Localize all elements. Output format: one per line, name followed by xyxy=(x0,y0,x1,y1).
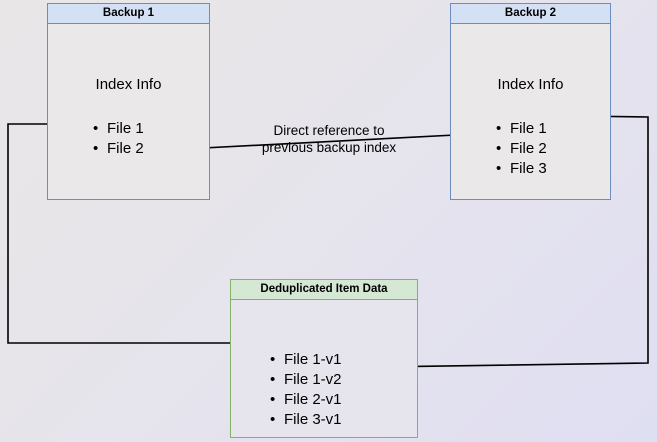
list-item-label: File 3-v1 xyxy=(284,411,342,428)
list-item: • File 1 xyxy=(496,119,547,139)
list-item: • File 3 xyxy=(496,159,547,179)
list-item: • File 2 xyxy=(93,139,144,159)
node-backup-2-subtitle: Index Info xyxy=(497,76,564,93)
list-item-label: File 1-v2 xyxy=(284,371,342,388)
bullet-icon: • xyxy=(270,391,276,408)
bullet-icon: • xyxy=(270,411,276,428)
list-item: • File 1-v2 xyxy=(270,370,342,390)
node-deduplicated-item-list: • File 1-v1 • File 1-v2 • File 2-v1 • Fi… xyxy=(270,350,342,430)
edge-label-line-1: Direct reference to xyxy=(273,123,385,138)
bullet-icon: • xyxy=(93,120,99,137)
bullet-icon: • xyxy=(496,140,502,157)
bullet-icon: • xyxy=(496,160,502,177)
list-item: • File 1 xyxy=(93,119,144,139)
node-backup-2[interactable]: Backup 2 Index Info • File 1 • File 2 • … xyxy=(450,3,611,200)
list-item-label: File 1-v1 xyxy=(284,351,342,368)
list-item-label: File 3 xyxy=(510,160,547,177)
node-backup-1[interactable]: Backup 1 Index Info • File 1 • File 2 xyxy=(47,3,210,200)
bullet-icon: • xyxy=(496,120,502,137)
list-item-label: File 2 xyxy=(510,140,547,157)
node-backup-1-item-list: • File 1 • File 2 xyxy=(93,119,144,159)
node-deduplicated-item-data-header: Deduplicated Item Data xyxy=(231,280,417,300)
node-backup-2-body: Index Info • File 1 • File 2 • File 3 xyxy=(451,24,610,199)
bullet-icon: • xyxy=(270,351,276,368)
list-item: • File 2-v1 xyxy=(270,390,342,410)
node-backup-2-header: Backup 2 xyxy=(451,4,610,24)
node-backup-2-item-list: • File 1 • File 2 • File 3 xyxy=(496,119,547,179)
node-deduplicated-item-data[interactable]: Deduplicated Item Data • File 1-v1 • Fil… xyxy=(230,279,418,438)
list-item: • File 1-v1 xyxy=(270,350,342,370)
edge-label-line-2: previous backup index xyxy=(261,140,397,155)
list-item-label: File 2 xyxy=(107,140,144,157)
list-item-label: File 2-v1 xyxy=(284,391,342,408)
bullet-icon: • xyxy=(270,371,276,388)
edge-label-direct-reference: Direct reference to previous backup inde… xyxy=(248,122,410,156)
list-item: • File 3-v1 xyxy=(270,410,342,430)
bullet-icon: • xyxy=(93,140,99,157)
list-item: • File 2 xyxy=(496,139,547,159)
node-backup-1-header: Backup 1 xyxy=(48,4,209,24)
node-deduplicated-item-data-body: • File 1-v1 • File 1-v2 • File 2-v1 • Fi… xyxy=(231,300,417,437)
node-backup-1-subtitle: Index Info xyxy=(95,76,162,93)
node-backup-1-body: Index Info • File 1 • File 2 xyxy=(48,24,209,199)
list-item-label: File 1 xyxy=(107,120,144,137)
list-item-label: File 1 xyxy=(510,120,547,137)
